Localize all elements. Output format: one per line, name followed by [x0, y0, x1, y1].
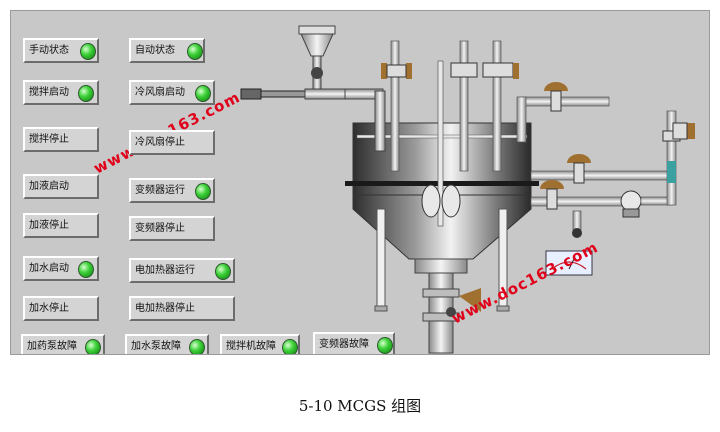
status-indicator-icon: [85, 339, 101, 354]
cooling-fan-stop-button[interactable]: 冷风扇停止: [129, 130, 215, 155]
vfd-stop-button[interactable]: 变频器停止: [129, 216, 215, 241]
figure-caption: 5-10 MCGS 组图: [298, 397, 422, 415]
liquid-feed-stop-button[interactable]: 加液停止: [23, 213, 99, 238]
process-diagram: www.doc163.com www.doc163.com: [91, 25, 695, 354]
feed-hopper: [240, 25, 386, 152]
water-feed-start-button[interactable]: 加水启动: [23, 256, 99, 281]
agitator: [421, 60, 461, 227]
heater-run-button[interactable]: 电加热器运行: [129, 258, 235, 283]
cooling-fan-start-button[interactable]: 冷风扇启动: [129, 80, 215, 105]
vfd-fault-button[interactable]: 变频器故障: [313, 332, 395, 354]
water-feed-stop-button[interactable]: 加水停止: [23, 296, 99, 321]
status-indicator-icon: [195, 85, 211, 102]
status-indicator-icon: [187, 43, 203, 60]
mcgs-screen: www.doc163.com www.doc163.com 手动状态 自动状态 …: [10, 10, 710, 355]
water-pump-fault-button[interactable]: 加水泵故障: [125, 334, 209, 354]
manual-mode-button[interactable]: 手动状态: [23, 38, 99, 63]
status-indicator-icon: [189, 339, 205, 354]
heater-stop-button[interactable]: 电加热器停止: [129, 296, 235, 321]
stirrer-fault-button[interactable]: 搅拌机故障: [220, 334, 300, 354]
status-indicator-icon: [78, 261, 94, 278]
tank-legs: [374, 208, 510, 312]
status-indicator-icon: [80, 43, 96, 60]
vfd-run-button[interactable]: 变频器运行: [129, 178, 215, 203]
right-piping: [516, 82, 695, 238]
stir-start-button[interactable]: 搅拌启动: [23, 80, 99, 105]
status-indicator-icon: [78, 85, 94, 102]
status-indicator-icon: [282, 339, 298, 354]
level-gauge: [545, 250, 593, 276]
status-indicator-icon: [195, 183, 211, 200]
status-indicator-icon: [215, 263, 231, 280]
inlet-pipes: [381, 40, 519, 172]
stir-stop-button[interactable]: 搅拌停止: [23, 127, 99, 152]
auto-mode-button[interactable]: 自动状态: [129, 38, 205, 63]
outlet-valve: [446, 288, 481, 317]
status-indicator-icon: [377, 337, 393, 354]
dosing-pump-fault-button[interactable]: 加药泵故障: [21, 334, 105, 354]
liquid-feed-start-button[interactable]: 加液启动: [23, 174, 99, 199]
